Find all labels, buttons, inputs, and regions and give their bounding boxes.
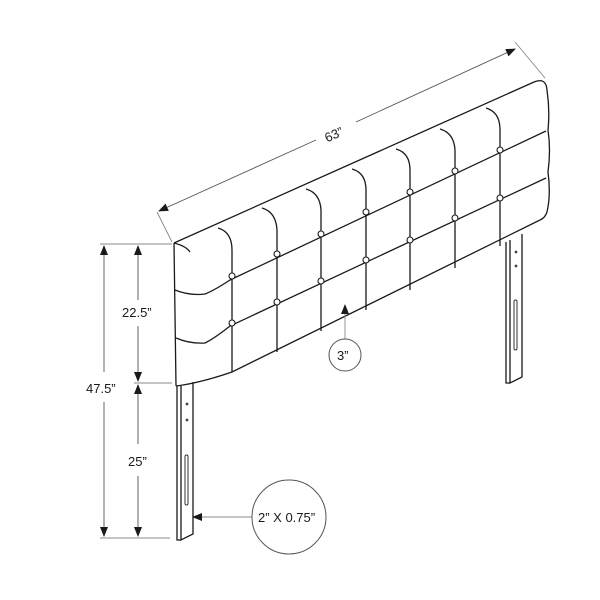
width-label: 63”: [322, 124, 345, 145]
thickness-callout: 3”: [328, 304, 362, 372]
leg-size-label: 2” X 0.75”: [258, 510, 315, 525]
thickness-label: 3”: [337, 348, 349, 363]
left-leg: [176, 382, 194, 542]
panel-height-label: 22.5”: [122, 305, 152, 320]
right-leg: [505, 234, 523, 385]
headboard-panel: [173, 79, 551, 387]
total-height-label: 47.5”: [86, 381, 116, 396]
height-dimensions: 47.5” 22.5” 25”: [86, 243, 172, 539]
leg-height-label: 25”: [128, 454, 147, 469]
tuft-buttons: [228, 146, 504, 327]
width-dimension: 63”: [156, 41, 546, 243]
leg-size-callout: 2” X 0.75”: [192, 479, 327, 555]
